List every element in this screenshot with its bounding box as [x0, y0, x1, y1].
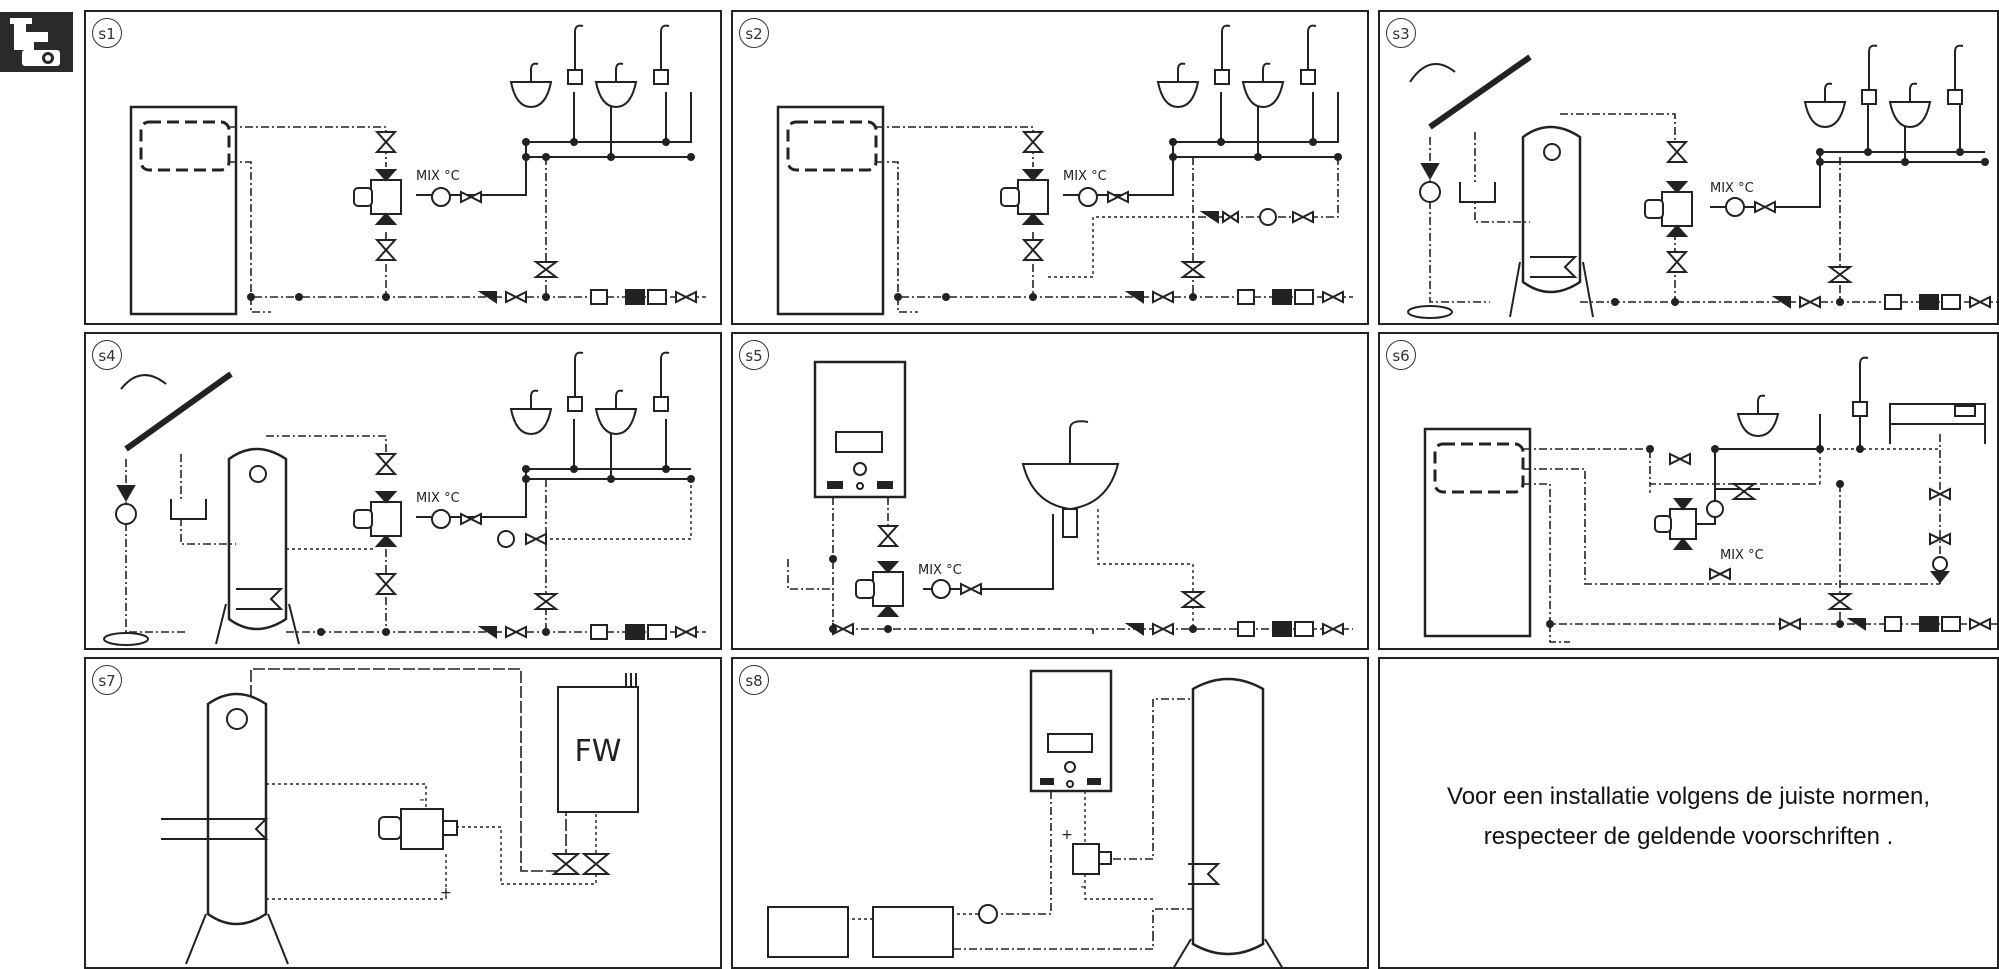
mix-label: MIX °C [918, 563, 962, 578]
panel-label: s8 [739, 665, 769, 695]
brand-logo [0, 12, 73, 72]
schematic-s6: MIX °C [1423, 356, 1997, 643]
panel-label: s1 [92, 18, 122, 48]
panel-label: s4 [92, 340, 122, 370]
mix-label: MIX °C [416, 491, 460, 506]
schematic-s8: + - [767, 669, 1283, 967]
mix-label: MIX °C [416, 169, 460, 184]
scheme-panel-s8: + - s8 [731, 657, 1369, 969]
fw-label: FW [575, 734, 622, 769]
note-line-2: respecteer de geldende voorschriften . [1483, 823, 1894, 850]
note-line-1: Voor een installatie volgens de juiste n… [1447, 783, 1930, 810]
scheme-panel-s5: MIX °C s5 [731, 332, 1369, 650]
scheme-panel-s1: MIX °C s [84, 10, 722, 325]
faucet-icon [10, 18, 60, 66]
scheme-panel-s3: MIX °C s3 [1378, 10, 1999, 325]
panel-label: s2 [739, 18, 769, 48]
schematic-s5: MIX °C [787, 360, 1353, 637]
schematic-s7: FW - + [161, 668, 639, 965]
minus-sign: - [419, 792, 424, 808]
panel-label: s3 [1386, 18, 1416, 48]
note-panel: Voor een installatie volgens de juiste n… [1378, 657, 1999, 969]
scheme-panel-s7: FW - + s7 [84, 657, 722, 969]
panel-label: s5 [739, 340, 769, 370]
minus-sign: - [1080, 879, 1085, 895]
schematic-s3: MIX °C [1407, 44, 1997, 319]
plus-sign: + [1061, 827, 1073, 843]
plus-sign: + [440, 885, 452, 901]
schematic-s4: MIX °C [103, 351, 706, 646]
mix-label: MIX °C [1720, 548, 1764, 563]
mix-label: MIX °C [1710, 181, 1754, 196]
panel-label: s6 [1386, 340, 1416, 370]
panel-label: s7 [92, 665, 122, 695]
mix-label: MIX °C [1063, 169, 1107, 184]
scheme-panel-s2: MIX °C s2 [731, 10, 1369, 325]
installation-note: Voor een installatie volgens de juiste n… [1380, 777, 1997, 857]
scheme-panel-s4: MIX °C s4 [84, 332, 722, 650]
schematic-s2: MIX °C [776, 24, 1353, 316]
scheme-panel-s6: MIX °C s6 [1378, 332, 1999, 650]
schematic-s1: MIX °C [129, 24, 706, 316]
